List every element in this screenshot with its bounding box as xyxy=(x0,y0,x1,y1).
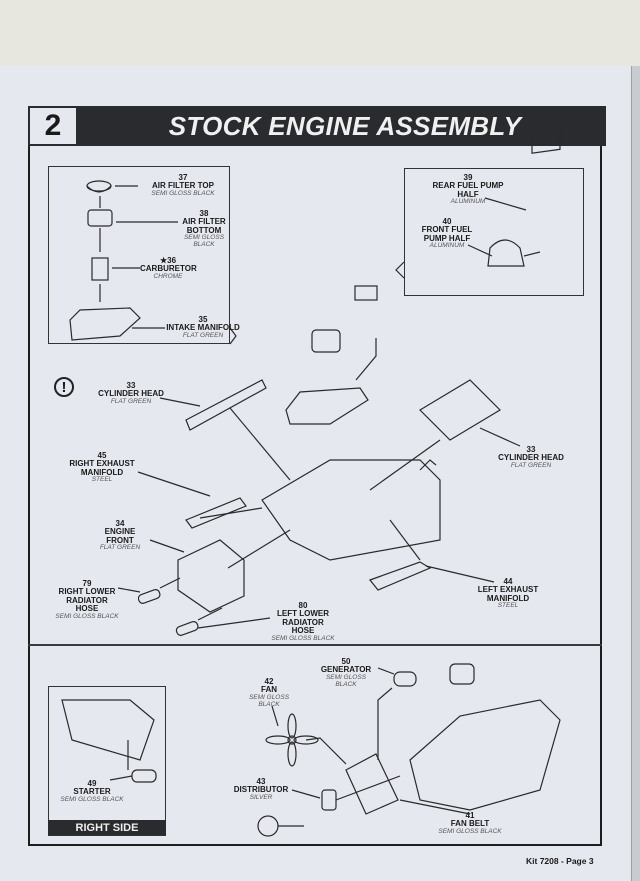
left-exhaust-manifold-part xyxy=(369,561,432,591)
intake-manifold-part xyxy=(69,307,141,341)
label-fan-belt: 41 FAN BELT SEMI GLOSS BLACK xyxy=(438,811,502,835)
warning-icon: ! xyxy=(54,377,74,397)
assembly-arrow xyxy=(229,407,291,481)
label-air-filter-top: 37 AIR FILTER TOP SEMI GLOSS BLACK xyxy=(151,173,215,197)
right-lower-radiator-hose-part xyxy=(137,589,161,604)
assembly-arrow xyxy=(389,519,421,561)
assembly-arrow xyxy=(355,338,377,381)
right-exhaust-manifold-part xyxy=(185,497,247,529)
label-generator: 50 GENERATOR SEMI GLOSS BLACK xyxy=(320,657,372,688)
fuel-pump-assembly xyxy=(354,285,378,301)
leader-line xyxy=(467,244,493,257)
leader-line xyxy=(149,539,185,553)
starter-part xyxy=(131,769,157,783)
label-cylinder-head-right: 33 CYLINDER HEAD FLAT GREEN xyxy=(98,381,164,405)
leader-line xyxy=(197,617,271,629)
engine-block-detail xyxy=(419,459,437,471)
label-intake-manifold: 35 INTAKE MANIFOLD FLAT GREEN xyxy=(166,315,240,339)
intake-manifold-assembly xyxy=(285,387,369,425)
instruction-page xyxy=(0,66,632,881)
generator-part xyxy=(393,671,417,687)
leader-line xyxy=(484,197,527,211)
label-rear-fuel-pump: 39 REAR FUEL PUMP HALF ALUMINUM xyxy=(432,173,504,206)
assembly-arrow xyxy=(335,775,401,801)
page-footer: Kit 7208 - Page 3 xyxy=(526,856,594,866)
assembly-arrow xyxy=(159,577,181,589)
fan-part xyxy=(265,713,319,767)
label-front-fuel-pump: 40 FRONT FUEL PUMP HALF ALUMINUM xyxy=(421,217,473,250)
label-starter: 49 STARTER SEMI GLOSS BLACK xyxy=(60,779,124,803)
front-fuel-pump-part xyxy=(487,239,525,267)
step-number: 2 xyxy=(30,108,76,144)
left-lower-radiator-hose-part xyxy=(175,621,199,636)
page-edge xyxy=(631,66,640,881)
leader-line xyxy=(117,587,141,593)
label-engine-front: 34 ENGINE FRONT FLAT GREEN xyxy=(99,519,141,552)
carburetor-callout-box xyxy=(48,166,230,344)
step-frame xyxy=(28,146,602,846)
assembly-arrow xyxy=(523,251,541,257)
leader-line xyxy=(399,799,471,815)
assembly-arrow xyxy=(197,607,223,621)
cylinder-head-left-part xyxy=(419,379,501,441)
label-left-exhaust-manifold: 44 LEFT EXHAUST MANIFOLD STEEL xyxy=(477,577,539,610)
engine-front-part xyxy=(177,539,245,613)
engine-block-part xyxy=(261,459,441,561)
leader-line xyxy=(159,397,201,407)
step-header xyxy=(28,106,606,146)
rotate-direction-icon xyxy=(257,815,279,837)
air-filter-assembly xyxy=(311,329,341,353)
label-distributor: 43 DISTRIBUTOR SILVER xyxy=(233,777,289,801)
rear-fuel-pump-part xyxy=(531,126,561,154)
callout-notch xyxy=(395,261,405,279)
label-air-filter-bottom: 38 AIR FILTER BOTTOM SEMI GLOSS BLACK xyxy=(182,209,226,248)
assembly-arrow xyxy=(227,529,291,569)
assembly-arrow xyxy=(369,439,441,491)
label-right-exhaust-manifold: 45 RIGHT EXHAUST MANIFOLD STEEL xyxy=(69,451,135,484)
callout-notch xyxy=(229,327,237,345)
right-side-caption: RIGHT SIDE xyxy=(48,820,166,835)
assembled-air-filter xyxy=(449,663,475,685)
engine-right-side-part xyxy=(61,699,155,761)
leader-line xyxy=(137,471,211,497)
label-cylinder-head-left: 33 CYLINDER HEAD FLAT GREEN xyxy=(498,445,564,469)
right-side-inset-box xyxy=(48,686,166,836)
label-right-lower-radiator-hose: 79 RIGHT LOWER RADIATOR HOSE SEMI GLOSS … xyxy=(55,579,119,620)
assembly-arrow xyxy=(199,507,263,519)
distributor-part xyxy=(321,789,337,811)
label-carburetor: ★36 CARBURETOR CHROME xyxy=(140,256,197,280)
air-filter-top-part xyxy=(86,185,112,193)
assembly-arrow xyxy=(305,737,347,765)
leader-line xyxy=(291,789,321,799)
page-title: STOCK ENGINE ASSEMBLY xyxy=(168,110,522,141)
assembled-engine-part xyxy=(409,699,561,811)
leader-line xyxy=(425,565,495,583)
leader-line xyxy=(377,667,395,675)
carburetor-part xyxy=(91,257,109,281)
label-fan: 42 FAN SEMI GLOSS BLACK xyxy=(248,677,290,708)
leader-line xyxy=(271,705,279,727)
cylinder-head-right-part xyxy=(185,379,267,431)
fan-belt-part xyxy=(345,753,399,815)
leader-line xyxy=(109,775,133,781)
leader-line xyxy=(479,427,521,447)
fuel-pump-callout-box xyxy=(404,168,584,296)
air-filter-bottom-part xyxy=(87,209,113,227)
section-divider xyxy=(28,644,602,646)
label-left-lower-radiator-hose: 80 LEFT LOWER RADIATOR HOSE SEMI GLOSS B… xyxy=(271,601,335,642)
assembly-arrow xyxy=(377,687,393,760)
